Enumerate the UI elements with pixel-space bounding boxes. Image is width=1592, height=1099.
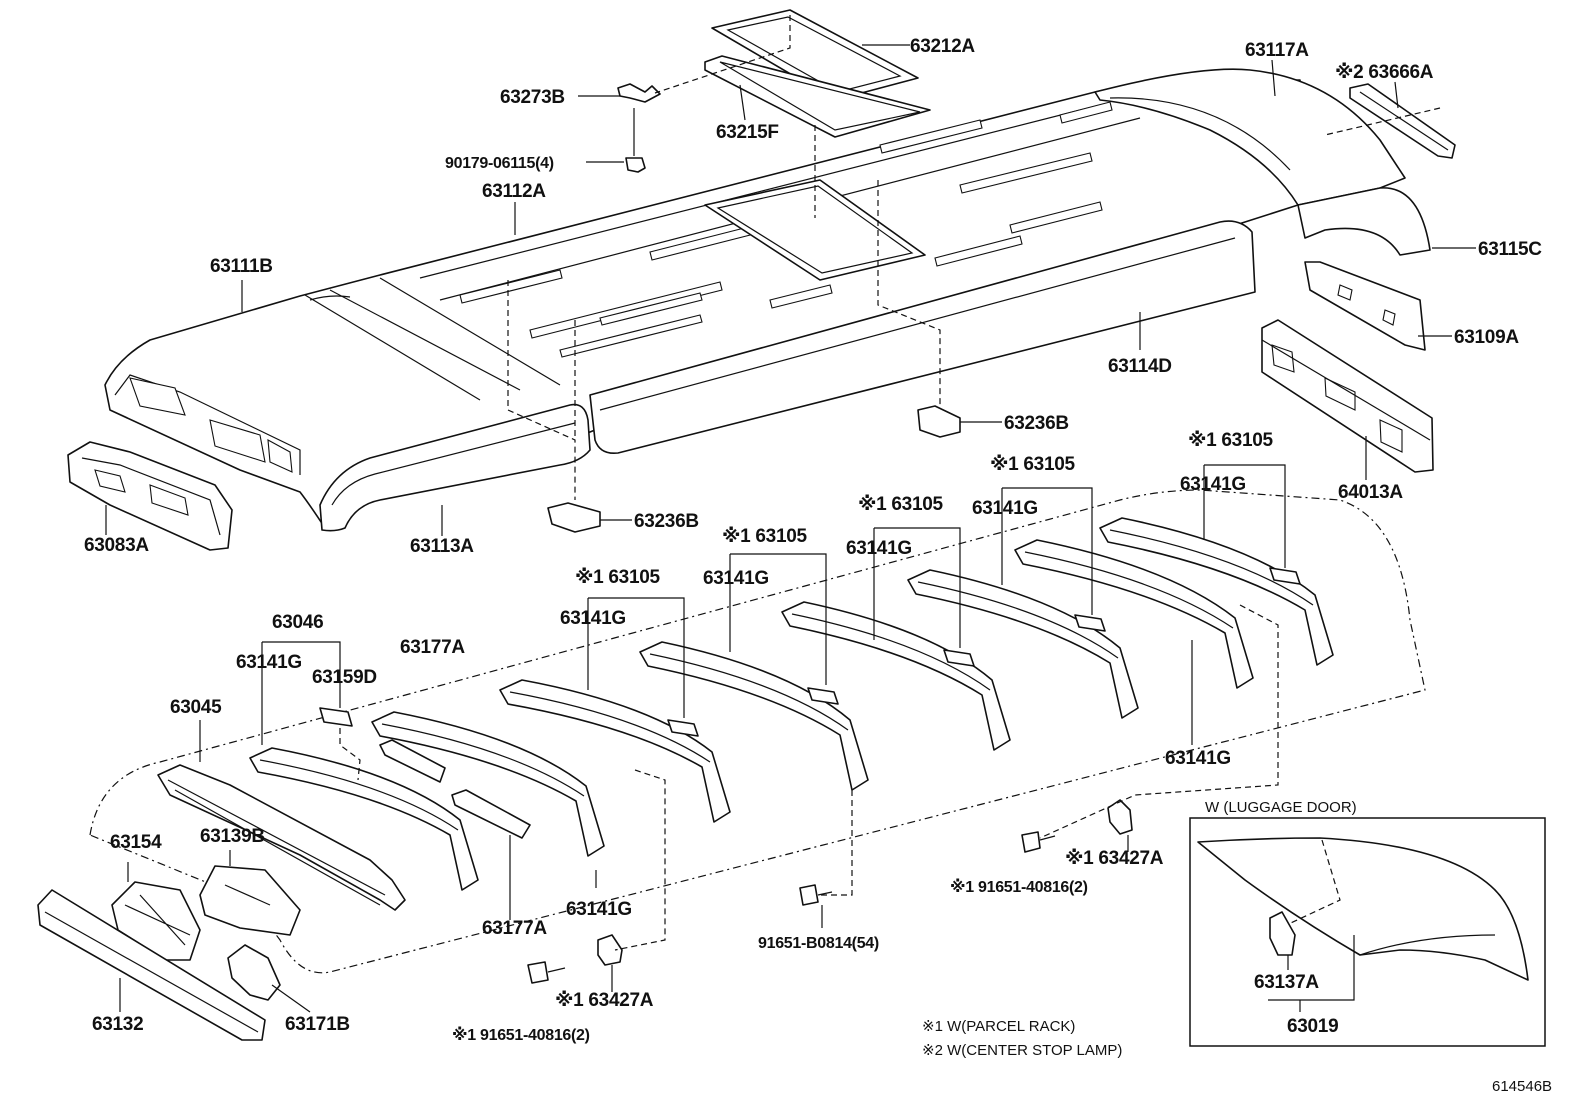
roof-bow-flange-5 [791,613,991,691]
roof-bow-flange-8 [1109,529,1314,606]
label-63427a-right: ※1 63427A [1065,848,1164,869]
bracket-63105-5 [1269,567,1301,585]
label-63112a: 63112A [482,181,546,202]
note-center-stop-lamp: ※2 W(CENTER STOP LAMP) [922,1042,1122,1059]
roof-bow-flange-1 [259,759,459,831]
rail-63177a-top [379,739,446,783]
bolt-91651-left [527,961,566,984]
roof-bow-4 [639,641,869,791]
bracket-63171b [227,944,281,1001]
roof-bow-flange-2 [381,723,585,797]
inset-luggage-door [1189,817,1546,1047]
bracket-63105-2 [807,687,839,705]
roof-bow-5 [781,601,1011,751]
part-labels: 63212A 63273B 63215F 90179-06115(4) 6311… [84,36,1552,1095]
label-63141g-bottom: 63141G [566,899,632,920]
roof-panel [104,68,1431,532]
inset-title: W (LUGGAGE DOOR) [1205,799,1357,816]
label-63132: 63132 [92,1014,143,1035]
roof-bows [249,517,1334,891]
roof-bow-flange-3 [509,691,711,763]
stop-lamp-63666a [1349,83,1456,159]
clip-63427a-left [597,934,623,966]
label-63154: 63154 [110,832,162,853]
bracket-63105-4 [1074,614,1106,632]
label-63083a: 63083A [84,535,149,556]
label-63105-4: ※1 63105 [858,494,943,515]
label-63141g-2: 63141G [560,608,626,629]
label-63019: 63019 [1287,1016,1338,1037]
label-63236b-right: 63236B [1004,413,1069,434]
label-63114d: 63114D [1108,356,1172,377]
label-63113a: 63113A [410,536,474,557]
bracket-63236b-left [547,502,601,533]
label-91651-left: ※1 91651-40816(2) [452,1026,590,1044]
label-63171b: 63171B [285,1014,350,1035]
label-63141g-3: 63141G [703,568,769,589]
label-63141g-6: 63141G [1180,474,1246,495]
label-63111b: 63111B [210,256,273,277]
roof-bow-3 [499,679,731,823]
bracket-63105-3 [943,649,975,667]
label-63141g-4: 63141G [846,538,912,559]
figure-code: 614546B [1492,1078,1552,1095]
roof-bow-flange-7 [1024,551,1234,629]
leader-lines [105,44,1476,1013]
label-91651-right: ※1 91651-40816(2) [950,878,1088,896]
rear-header-64013a [1261,319,1434,473]
label-63105-3: ※1 63105 [722,526,807,547]
label-91651-b0814: 91651-B0814(54) [758,935,879,952]
front-header-63045 [157,764,406,911]
bracket-63236b-right [917,405,961,438]
roof-bow-flange-6 [917,581,1119,659]
note-parcel-rack: ※1 W(PARCEL RACK) [922,1018,1075,1035]
label-63236b-left: 63236B [634,511,699,532]
label-63105-6: ※1 63105 [1188,430,1273,451]
label-63115c: 63115C [1478,239,1542,260]
panel-63132 [37,889,266,1041]
bracket-63273b [617,83,661,103]
label-63045: 63045 [170,697,222,718]
label-63141g-1: 63141G [236,652,302,673]
label-63159d: 63159D [312,667,377,688]
roof-bow-flange-4 [649,653,849,731]
bolt-91651-b0814 [799,884,833,906]
label-63105-5: ※1 63105 [990,454,1075,475]
label-63109a: 63109A [1454,327,1519,348]
bracket-63105-1 [667,719,699,737]
phantom-lines [339,15,1441,951]
bracket-63139b [199,865,301,936]
label-63177a-top: 63177A [400,637,465,658]
label-64013a: 64013A [1338,482,1403,503]
label-63215f: 63215F [716,122,779,143]
sunroof-frame [704,55,931,138]
label-63137a: 63137A [1254,972,1319,993]
label-63046: 63046 [272,612,323,633]
label-63117a: 63117A [1245,40,1309,61]
label-63666a: ※2 63666A [1335,62,1434,83]
bracket-63159d [319,707,353,727]
label-63141g-right: 63141G [1165,748,1231,769]
roof-bow-6 [907,569,1139,719]
clip-63427a-right [1107,799,1133,835]
label-63273b: 63273B [500,87,565,108]
label-63177a-bottom: 63177A [482,918,547,939]
label-63139b: 63139B [200,826,265,847]
label-90179: 90179-06115(4) [445,155,554,172]
bolt-91651-right [1021,831,1056,853]
roof-bow-2 [371,711,605,857]
label-63141g-5: 63141G [972,498,1038,519]
nut-90179 [625,108,646,173]
front-header-63083a [67,441,233,551]
label-63427a-left: ※1 63427A [555,990,654,1011]
label-63105-2: ※1 63105 [575,567,660,588]
rail-63177a-bottom [451,789,531,839]
rail-63109a [1304,261,1426,351]
label-63212a: 63212A [910,36,975,57]
